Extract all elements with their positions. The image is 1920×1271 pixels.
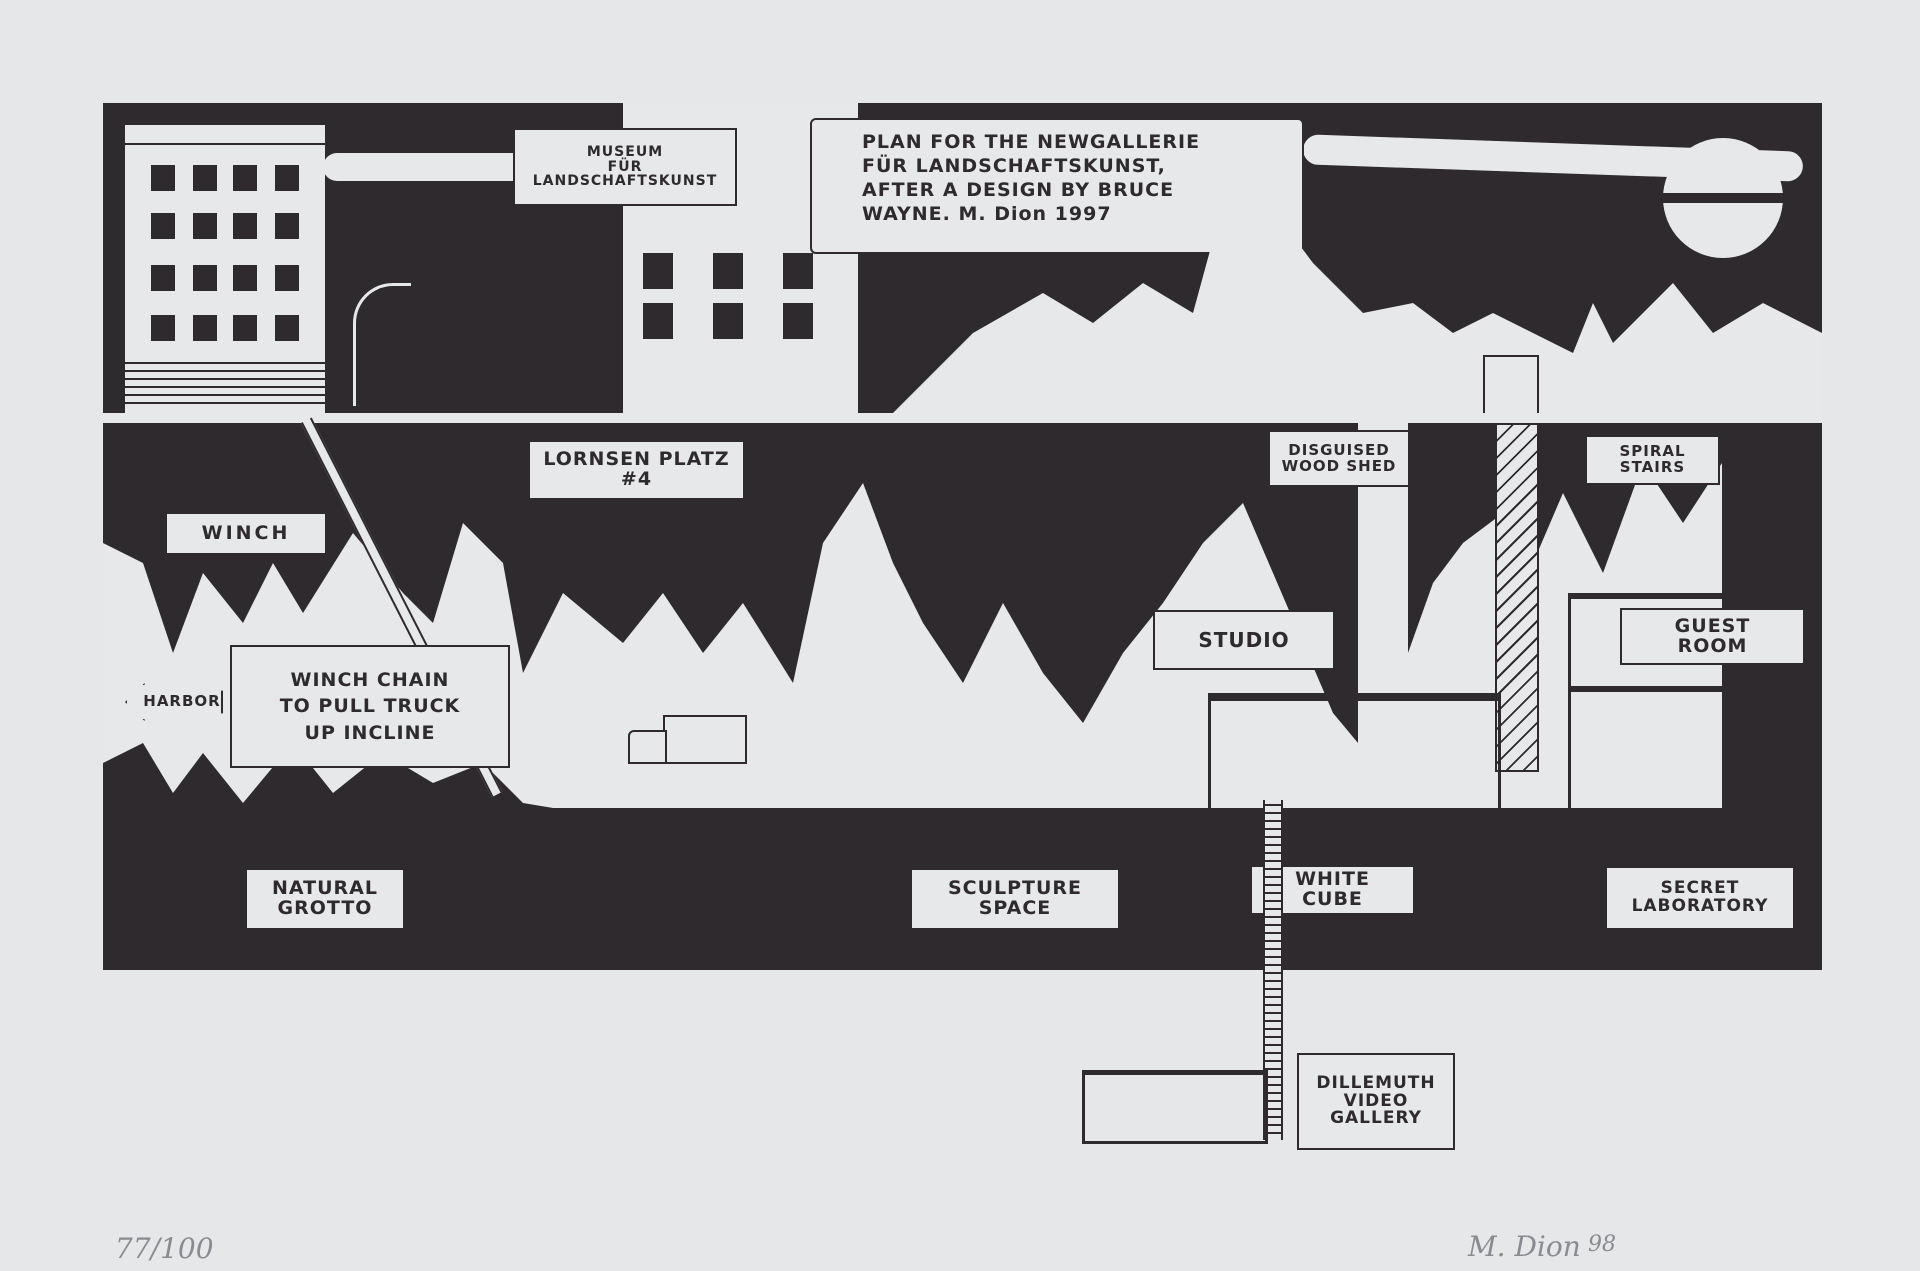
street-level — [103, 413, 1822, 423]
guest-lab-rooms — [1568, 593, 1822, 829]
label-winch-chain-note: WINCH CHAIN TO PULL TRUCK UP INCLINE — [230, 645, 510, 768]
spiral-stair-column — [1495, 423, 1539, 772]
label-secret-laboratory: SECRET LABORATORY — [1605, 866, 1795, 930]
signature-year: 98 — [1588, 1232, 1616, 1257]
street-lamp — [353, 283, 411, 406]
mountains-trees — [893, 163, 1822, 423]
label-disguised-wood-shed: DISGUISED WOOD SHED — [1268, 430, 1410, 487]
left-building — [125, 125, 325, 415]
label-museum: MUSEUM FÜR LANDSCHAFTSKUNST — [513, 128, 737, 206]
label-natural-grotto: NATURAL GROTTO — [245, 868, 405, 930]
artwork-print: MUSEUM FÜR LANDSCHAFTSKUNST PLAN FOR THE… — [103, 103, 1822, 970]
label-studio: STUDIO — [1153, 610, 1335, 670]
truck — [663, 715, 747, 764]
lab-floor — [1568, 686, 1822, 692]
label-guest-room: GUEST ROOM — [1620, 608, 1805, 665]
video-gallery-room — [1082, 1070, 1268, 1144]
label-lornsen-platz: LORNSEN PLATZ #4 — [528, 440, 745, 500]
studio-room — [1208, 693, 1501, 834]
scroll-text: PLAN FOR THE NEWGALLERIE FÜR LANDSCHAFTS… — [862, 131, 1201, 225]
cloud-over-moon — [1623, 193, 1822, 203]
label-dillemuth-video-gallery: DILLEMUTH VIDEO GALLERY — [1297, 1053, 1455, 1150]
brick-base — [125, 360, 325, 410]
stair-tower-top — [1483, 355, 1539, 419]
label-winch: WINCH — [165, 512, 327, 555]
label-spiral-stairs: SPIRAL STAIRS — [1585, 435, 1720, 485]
truck-cab — [628, 730, 667, 764]
edition-number: 77/100 — [115, 1232, 214, 1265]
artist-signature: M. Dion — [1468, 1230, 1581, 1263]
label-sculpture-space: SCULPTURE SPACE — [910, 868, 1120, 930]
ladder-shaft — [1263, 800, 1283, 1140]
